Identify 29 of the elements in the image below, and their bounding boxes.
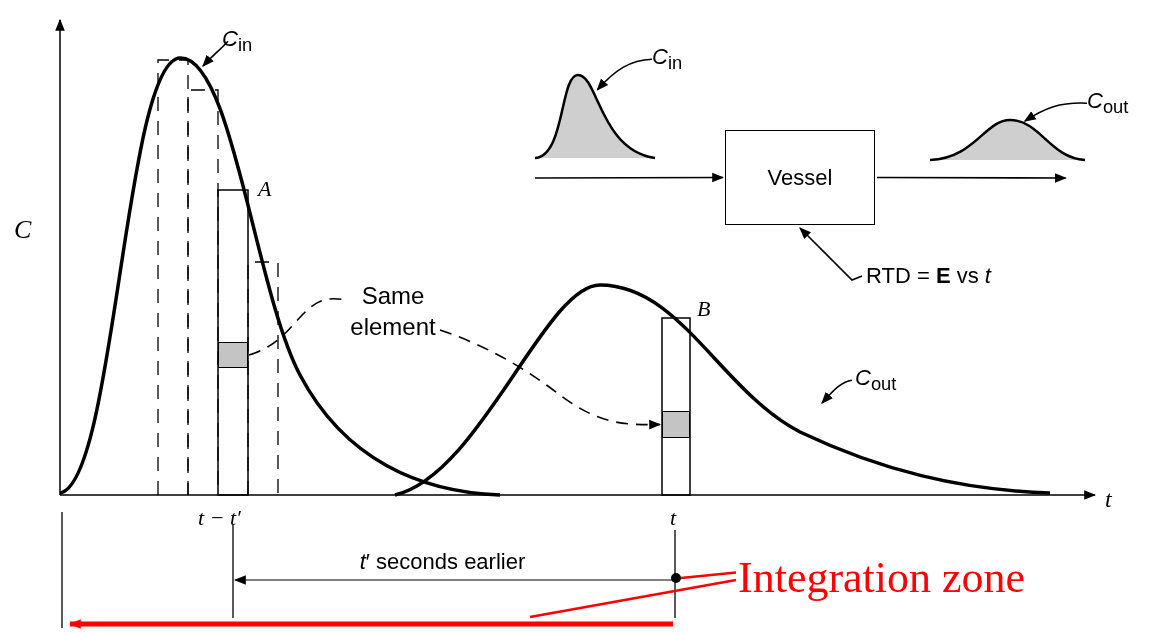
edge-label: Same element: [349, 281, 437, 343]
leader-line: [596, 58, 653, 91]
bar-label: A: [258, 176, 272, 202]
leader-line: [1023, 102, 1088, 122]
flow-arrow: [534, 172, 725, 183]
leader-line: [680, 571, 737, 580]
pulse-curve: [929, 117, 1086, 163]
leader-label: RTD = E vs t: [866, 263, 991, 289]
tick-label: t − t′: [198, 505, 241, 531]
dimension-label: t′ seconds earlier: [358, 548, 527, 576]
fluid-element: [218, 342, 248, 368]
axis-label: C: [14, 215, 32, 245]
annotation-label: Integration zone: [738, 552, 1026, 603]
leader-line: [821, 379, 853, 404]
curve-label: C$_{out}$: [855, 365, 897, 396]
pulse-curve: [534, 72, 656, 161]
vessel-box: Vessel: [725, 130, 875, 225]
curve-label: C$_{out}$: [1087, 88, 1129, 119]
fluid-element: [662, 411, 690, 438]
leader-line: [799, 227, 863, 281]
dashed-arrow: [248, 297, 662, 430]
flow-arrow: [876, 173, 1067, 183]
leader-line: [529, 578, 737, 619]
curve-label: C$_{in}$: [652, 44, 683, 75]
bar-label: B: [697, 296, 711, 322]
axis-label: t: [1105, 486, 1112, 513]
curve-label: C$_{in}$: [222, 26, 253, 57]
leader-line: [202, 40, 229, 67]
tick-label: t: [670, 505, 677, 531]
